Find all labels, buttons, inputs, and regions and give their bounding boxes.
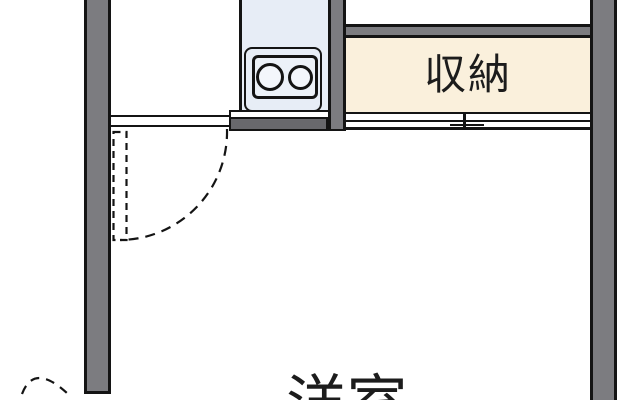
sliding-door-center-tick bbox=[463, 112, 466, 129]
door-leaf bbox=[112, 130, 128, 242]
closet-sliding-door bbox=[346, 112, 590, 130]
doorway-opening bbox=[109, 115, 229, 127]
closet-top-wall bbox=[343, 24, 593, 38]
sliding-door-track-line bbox=[346, 120, 590, 122]
left-wall bbox=[84, 0, 111, 394]
kitchen-counter-wall bbox=[229, 117, 328, 131]
stove-burner-right-icon bbox=[288, 65, 313, 90]
right-wall bbox=[590, 0, 617, 400]
kitchen-closet-partition-wall bbox=[328, 0, 346, 131]
stove-burner-left-icon bbox=[256, 63, 284, 91]
door-swing-arc bbox=[119, 128, 229, 242]
closet-area: 収納 bbox=[346, 38, 590, 112]
closet-label: 収納 bbox=[423, 51, 512, 98]
bottom-left-door-swing-arc bbox=[20, 377, 69, 395]
sliding-door-overlap-line bbox=[450, 124, 484, 126]
room-label: 洋室 bbox=[286, 374, 408, 400]
